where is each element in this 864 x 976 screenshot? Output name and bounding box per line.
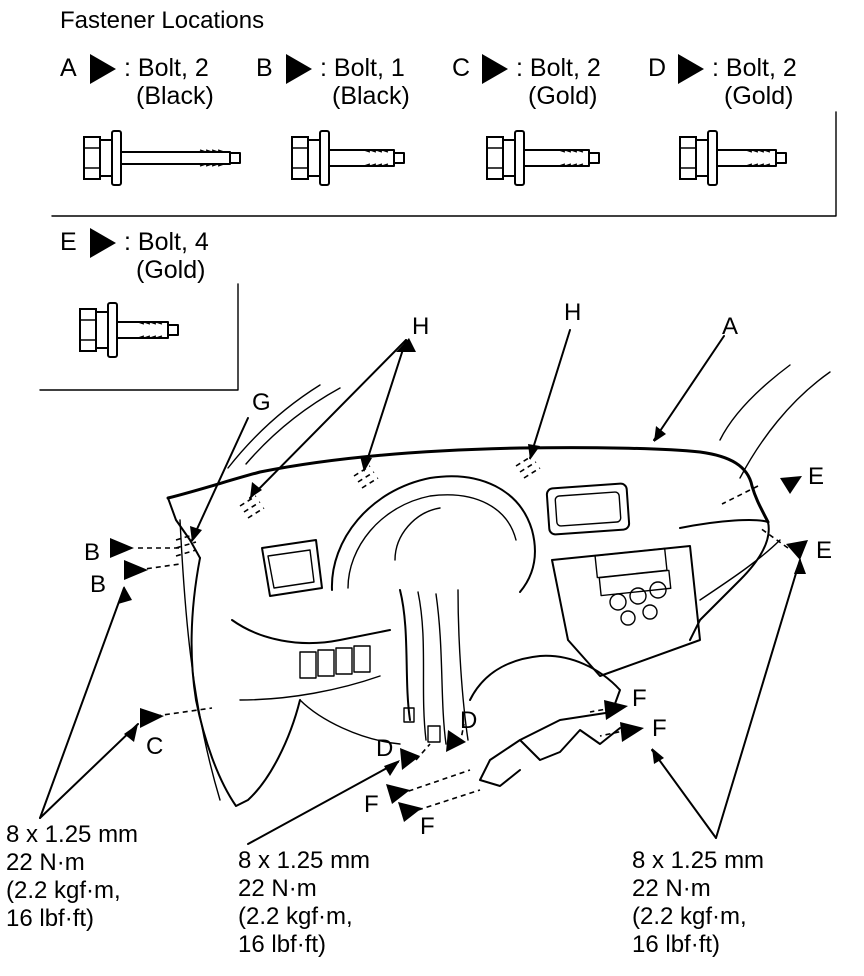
arrow-f-lower-icon	[620, 722, 644, 742]
arrow-f-upper-icon	[604, 700, 628, 720]
spec-size: 8 x 1.25 mm	[6, 821, 138, 848]
legend-letter-e: E	[60, 228, 77, 256]
callout-d-left: D	[376, 735, 393, 762]
legend-color-b: (Black)	[332, 82, 410, 110]
legend-b: B : Bolt, 1 (Black)	[256, 54, 410, 110]
arrow-f-left-icon	[386, 784, 410, 804]
arrow-marker-icon	[90, 228, 116, 258]
spec-lbf: 16 lbf·ft)	[6, 905, 94, 932]
spec-lbf: 16 lbf·ft)	[238, 931, 326, 958]
arrow-marker-icon	[90, 54, 116, 84]
arrow-b-upper-icon	[110, 538, 134, 558]
arrow-f-bottom-icon	[398, 802, 422, 822]
dashboard-drawing	[166, 364, 831, 807]
legend-desc-e: : Bolt, 4	[124, 228, 209, 256]
arrowhead-icon	[190, 526, 202, 542]
diagram-title: Fastener Locations	[60, 7, 264, 34]
legend-color-a: (Black)	[136, 82, 214, 110]
callout-e-upper: E	[808, 463, 824, 490]
legend-e-frame	[39, 283, 239, 391]
bolt-e-icon	[79, 302, 179, 358]
spec-size: 8 x 1.25 mm	[632, 847, 764, 874]
arrow-c-icon	[140, 708, 164, 728]
torque-spec-left: 8 x 1.25 mm 22 N·m (2.2 kgf·m, 16 lbf·ft…	[6, 821, 138, 932]
arrow-e-upper-icon	[780, 476, 802, 494]
callout-e-lower: E	[816, 537, 832, 564]
arrowhead-icon	[396, 338, 416, 352]
arrowhead-icon	[384, 760, 400, 776]
callout-a: A	[722, 313, 738, 340]
arrow-e-lower-icon	[786, 540, 808, 560]
spec-torque: 22 N·m	[632, 875, 711, 902]
callout-c: C	[146, 733, 163, 760]
legend-c: C : Bolt, 2 (Gold)	[452, 54, 601, 110]
spec-kgf: (2.2 kgf·m,	[238, 903, 353, 930]
arrowhead-icon	[654, 426, 666, 442]
legend-letter-a: A	[60, 54, 77, 82]
legend-color-d: (Gold)	[724, 82, 793, 110]
arrowhead-icon	[652, 748, 664, 764]
torque-spec-right: 8 x 1.25 mm 22 N·m (2.2 kgf·m, 16 lbf·ft…	[632, 847, 764, 958]
callout-f-bottom: F	[420, 813, 435, 840]
arrow-d-left-icon	[400, 748, 420, 770]
callout-g: G	[252, 389, 271, 416]
legend-e: E : Bolt, 4 (Gold)	[60, 228, 209, 284]
bolt-b-icon	[291, 130, 405, 186]
spec-torque: 22 N·m	[238, 875, 317, 902]
legend-color-c: (Gold)	[528, 82, 597, 110]
legend-letter-c: C	[452, 54, 470, 82]
legend-letter-d: D	[648, 54, 666, 82]
legend-a: A : Bolt, 2 (Black)	[60, 54, 214, 110]
callout-d-right: D	[460, 707, 477, 734]
legend-color-e: (Gold)	[136, 256, 205, 284]
arrowhead-icon	[118, 586, 132, 604]
torque-spec-center: 8 x 1.25 mm 22 N·m (2.2 kgf·m, 16 lbf·ft…	[238, 847, 370, 958]
leader-lines	[39, 329, 801, 845]
callout-h-right: H	[564, 299, 581, 326]
spec-lbf: 16 lbf·ft)	[632, 931, 720, 958]
spec-torque: 22 N·m	[6, 849, 85, 876]
callout-b-upper: B	[84, 539, 100, 566]
callout-b-lower: B	[90, 571, 106, 598]
spec-size: 8 x 1.25 mm	[238, 847, 370, 874]
legend-desc-c: : Bolt, 2	[516, 54, 601, 82]
arrowhead-icon	[360, 456, 372, 472]
arrow-b-lower-icon	[124, 560, 148, 580]
callout-f-lower: F	[652, 715, 667, 742]
bolt-a-icon	[83, 130, 241, 186]
arrowhead-icon	[124, 724, 138, 742]
callout-f-left: F	[364, 791, 379, 818]
arrowhead-icon	[250, 482, 262, 498]
spec-kgf: (2.2 kgf·m,	[6, 877, 121, 904]
arrow-marker-icon	[678, 54, 704, 84]
callout-h-left: H	[412, 313, 429, 340]
legend-desc-a: : Bolt, 2	[124, 54, 209, 82]
arrow-marker-icon	[286, 54, 312, 84]
bolt-d-icon	[679, 130, 787, 186]
spec-kgf: (2.2 kgf·m,	[632, 903, 747, 930]
bolt-c-icon	[486, 130, 600, 186]
legend-letter-b: B	[256, 54, 273, 82]
legend-frame	[51, 111, 837, 217]
arrow-d-right-icon	[446, 730, 466, 752]
arrow-markers	[110, 338, 808, 822]
legend-d: D : Bolt, 2 (Gold)	[648, 54, 797, 110]
callout-f-upper: F	[632, 685, 647, 712]
arrow-marker-icon	[482, 54, 508, 84]
legend-desc-d: : Bolt, 2	[712, 54, 797, 82]
arrowhead-icon	[528, 444, 540, 460]
legend-desc-b: : Bolt, 1	[320, 54, 405, 82]
arrowhead-icon	[794, 558, 806, 574]
